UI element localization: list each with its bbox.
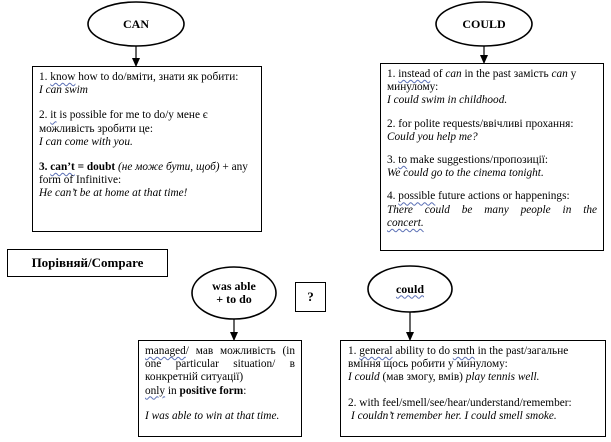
was-able-line-4: only in positive form: bbox=[145, 384, 247, 397]
could-general-item-1: 1. general ability to do smth in the pas… bbox=[348, 345, 569, 371]
can-item-2-example: I can come with you. bbox=[39, 135, 133, 148]
question-mark: ? bbox=[307, 289, 314, 304]
could-small-oval-label: could bbox=[395, 281, 424, 296]
can-item-3-example: He can’t be at home at that time! bbox=[39, 187, 188, 200]
can-item-1-example: I can swim bbox=[39, 84, 88, 97]
could-item-2: 2. for polite requests/ввічливі прохання… bbox=[387, 117, 574, 130]
was-able-line-1: managed/ мав можливість (in bbox=[145, 345, 295, 357]
was-able-oval-line1: was able bbox=[212, 279, 256, 293]
could-general-item-1-example: I could (мав змогу, вмів) play tennis we… bbox=[348, 371, 540, 384]
could-item-1-example: I could swim in childhood. bbox=[387, 94, 508, 107]
could-item-1: 1. instead of can in the past замість ca… bbox=[387, 68, 577, 94]
was-able-oval: was able + to do bbox=[192, 267, 276, 319]
could-item-4: 4. possible future actions or happenings… bbox=[387, 190, 570, 203]
could-item-3: 3. to make suggestions/пропозиції: bbox=[387, 154, 549, 167]
could-general-item-2-example: I couldn’t remember her. I could smell s… bbox=[351, 409, 557, 422]
compare-label: Порівняй/Compare bbox=[31, 255, 144, 270]
could-item-4-example-line1: There could be many people in the bbox=[387, 203, 597, 216]
was-able-oval-line2: + to do bbox=[216, 292, 252, 306]
could-general-item-2: 2. with feel/smell/see/hear/understand/r… bbox=[348, 396, 572, 409]
could-oval: COULD bbox=[436, 2, 532, 46]
can-item-3: 3. can’t = doubt (не може бути, щоб) + a… bbox=[39, 161, 248, 187]
could-item-4-example-line2: concert. bbox=[387, 216, 424, 229]
was-able-example: I was able to win at that time. bbox=[145, 409, 280, 422]
could-item-3-example: We could go to the cinema tonight. bbox=[387, 167, 544, 180]
was-able-usage-box: managed/ мав можливість (in one particul… bbox=[138, 340, 302, 437]
can-item-2: 2. it is possible for me to do/у мене є … bbox=[39, 109, 208, 135]
was-able-line-3: конкретній ситуації) bbox=[145, 371, 244, 384]
could-usage-box: 1. instead of can in the past замість ca… bbox=[380, 63, 604, 251]
could-small-oval: could bbox=[368, 266, 452, 312]
was-able-line-2: one particular situation/ в bbox=[145, 358, 295, 371]
could-oval-label: COULD bbox=[462, 16, 506, 31]
could-item-2-example: Could you help me? bbox=[387, 130, 478, 143]
can-oval: CAN bbox=[88, 2, 184, 46]
compare-label-box: Порівняй/Compare bbox=[7, 249, 168, 277]
question-mark-box: ? bbox=[295, 282, 326, 312]
could-general-usage-box: 1. general ability to do smth in the pas… bbox=[340, 340, 606, 437]
can-item-1: 1. know how to do/вміти, знати як робити… bbox=[39, 71, 239, 83]
can-usage-box: 1. know how to do/вміти, знати як робити… bbox=[32, 66, 262, 232]
can-oval-label: CAN bbox=[123, 16, 149, 31]
